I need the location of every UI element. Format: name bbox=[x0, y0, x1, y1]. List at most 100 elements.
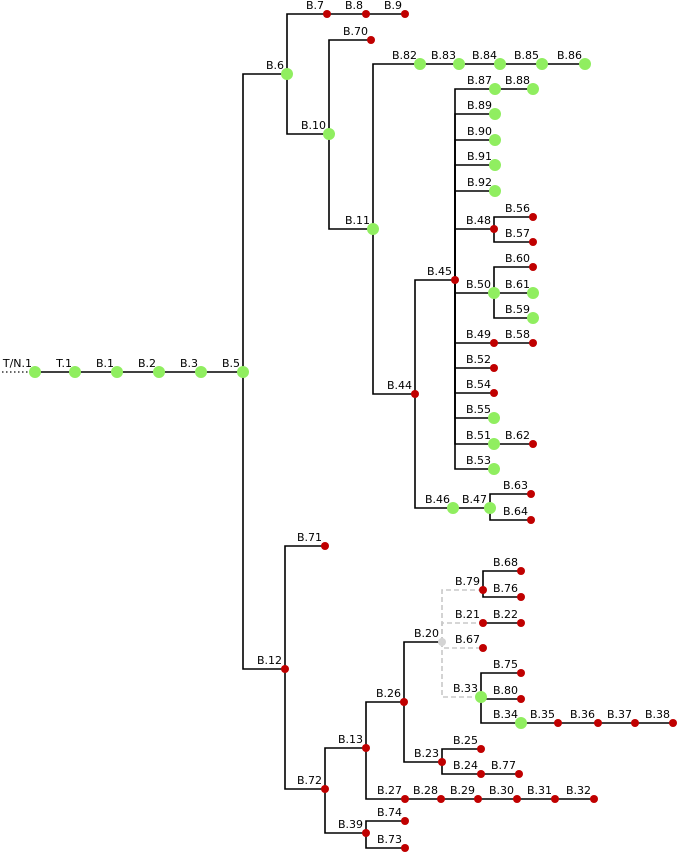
node-B51[interactable] bbox=[488, 438, 500, 450]
node-B12[interactable] bbox=[281, 665, 289, 673]
node-B57[interactable] bbox=[529, 238, 537, 246]
node-B62[interactable] bbox=[529, 440, 537, 448]
node-B54[interactable] bbox=[490, 389, 498, 397]
node-B5[interactable] bbox=[237, 366, 249, 378]
node-B56[interactable] bbox=[529, 213, 537, 221]
node-B87[interactable] bbox=[489, 83, 501, 95]
node-label-B82: B.82 bbox=[392, 49, 417, 62]
node-B61[interactable] bbox=[527, 287, 539, 299]
node-B70[interactable] bbox=[367, 36, 375, 44]
node-B37[interactable] bbox=[631, 719, 639, 727]
node-B31[interactable] bbox=[551, 795, 559, 803]
node-B83[interactable] bbox=[453, 58, 465, 70]
node-label-B64: B.64 bbox=[503, 505, 528, 518]
node-B35[interactable] bbox=[554, 719, 562, 727]
node-T1[interactable] bbox=[69, 366, 81, 378]
node-B29[interactable] bbox=[474, 795, 482, 803]
node-B73[interactable] bbox=[401, 844, 409, 852]
node-B53[interactable] bbox=[488, 463, 500, 475]
node-B13[interactable] bbox=[362, 744, 370, 752]
node-B45[interactable] bbox=[451, 276, 459, 284]
node-B88[interactable] bbox=[527, 83, 539, 95]
node-B20[interactable] bbox=[438, 638, 446, 646]
node-B46[interactable] bbox=[447, 502, 459, 514]
node-label-B56: B.56 bbox=[505, 202, 530, 215]
node-B2[interactable] bbox=[153, 366, 165, 378]
node-B39[interactable] bbox=[362, 829, 370, 837]
node-label-B10: B.10 bbox=[301, 119, 326, 132]
node-B68[interactable] bbox=[517, 567, 525, 575]
node-B89[interactable] bbox=[489, 108, 501, 120]
node-label-B11: B.11 bbox=[345, 214, 370, 227]
node-label-B58: B.58 bbox=[505, 328, 530, 341]
node-B91[interactable] bbox=[489, 159, 501, 171]
node-label-B91: B.91 bbox=[467, 150, 492, 163]
node-B3[interactable] bbox=[195, 366, 207, 378]
node-B24[interactable] bbox=[477, 770, 485, 778]
node-B27[interactable] bbox=[401, 795, 409, 803]
node-B10[interactable] bbox=[323, 128, 335, 140]
node-B23[interactable] bbox=[438, 758, 446, 766]
node-B59[interactable] bbox=[527, 312, 539, 324]
node-B34[interactable] bbox=[515, 717, 527, 729]
node-B21[interactable] bbox=[479, 619, 487, 627]
edge-B48-B57 bbox=[493, 229, 533, 243]
node-B47[interactable] bbox=[484, 502, 496, 514]
node-B80[interactable] bbox=[517, 695, 525, 703]
node-B1[interactable] bbox=[111, 366, 123, 378]
node-label-B5: B.5 bbox=[222, 357, 240, 370]
node-label-B23: B.23 bbox=[414, 747, 439, 760]
node-B72[interactable] bbox=[321, 785, 329, 793]
node-B55[interactable] bbox=[488, 412, 500, 424]
edge-B39-B73 bbox=[365, 833, 405, 849]
node-label-B3: B.3 bbox=[180, 357, 198, 370]
node-B32[interactable] bbox=[590, 795, 598, 803]
node-B85[interactable] bbox=[536, 58, 548, 70]
node-B63[interactable] bbox=[527, 490, 535, 498]
node-B71[interactable] bbox=[321, 542, 329, 550]
node-B8[interactable] bbox=[362, 10, 370, 18]
node-B67[interactable] bbox=[479, 644, 487, 652]
node-label-B62: B.62 bbox=[505, 429, 530, 442]
node-B9[interactable] bbox=[401, 10, 409, 18]
node-B25[interactable] bbox=[477, 745, 485, 753]
node-B74[interactable] bbox=[401, 817, 409, 825]
node-B49[interactable] bbox=[490, 339, 498, 347]
node-B30[interactable] bbox=[513, 795, 521, 803]
node-B48[interactable] bbox=[490, 225, 498, 233]
node-B75[interactable] bbox=[517, 669, 525, 677]
node-B58[interactable] bbox=[529, 339, 537, 347]
node-B77[interactable] bbox=[515, 770, 523, 778]
node-B64[interactable] bbox=[527, 516, 535, 524]
node-B90[interactable] bbox=[489, 134, 501, 146]
node-B22[interactable] bbox=[517, 619, 525, 627]
node-B6[interactable] bbox=[281, 68, 293, 80]
node-B60[interactable] bbox=[529, 263, 537, 271]
node-B26[interactable] bbox=[400, 698, 408, 706]
node-B79[interactable] bbox=[479, 586, 487, 594]
edge-B26-B23 bbox=[403, 702, 442, 763]
node-B84[interactable] bbox=[494, 58, 506, 70]
node-B7[interactable] bbox=[323, 10, 331, 18]
node-B38[interactable] bbox=[669, 719, 677, 727]
edge-B79-B68 bbox=[482, 570, 521, 590]
node-B44[interactable] bbox=[411, 390, 419, 398]
node-B86[interactable] bbox=[579, 58, 591, 70]
node-B11[interactable] bbox=[367, 223, 379, 235]
node-B76[interactable] bbox=[517, 593, 525, 601]
node-label-B21: B.21 bbox=[455, 608, 480, 621]
node-B50[interactable] bbox=[488, 287, 500, 299]
node-B92[interactable] bbox=[489, 185, 501, 197]
node-B28[interactable] bbox=[437, 795, 445, 803]
node-B52[interactable] bbox=[490, 364, 498, 372]
node-label-B61: B.61 bbox=[505, 278, 530, 291]
node-label-B73: B.73 bbox=[377, 833, 402, 846]
node-label-B70: B.70 bbox=[343, 25, 368, 38]
edge-B45-B92 bbox=[454, 190, 495, 280]
node-TN1[interactable] bbox=[29, 366, 41, 378]
node-label-B12: B.12 bbox=[257, 654, 282, 667]
node-B33[interactable] bbox=[475, 691, 487, 703]
edge-B45-B53 bbox=[454, 280, 494, 470]
node-B82[interactable] bbox=[414, 58, 426, 70]
node-B36[interactable] bbox=[594, 719, 602, 727]
